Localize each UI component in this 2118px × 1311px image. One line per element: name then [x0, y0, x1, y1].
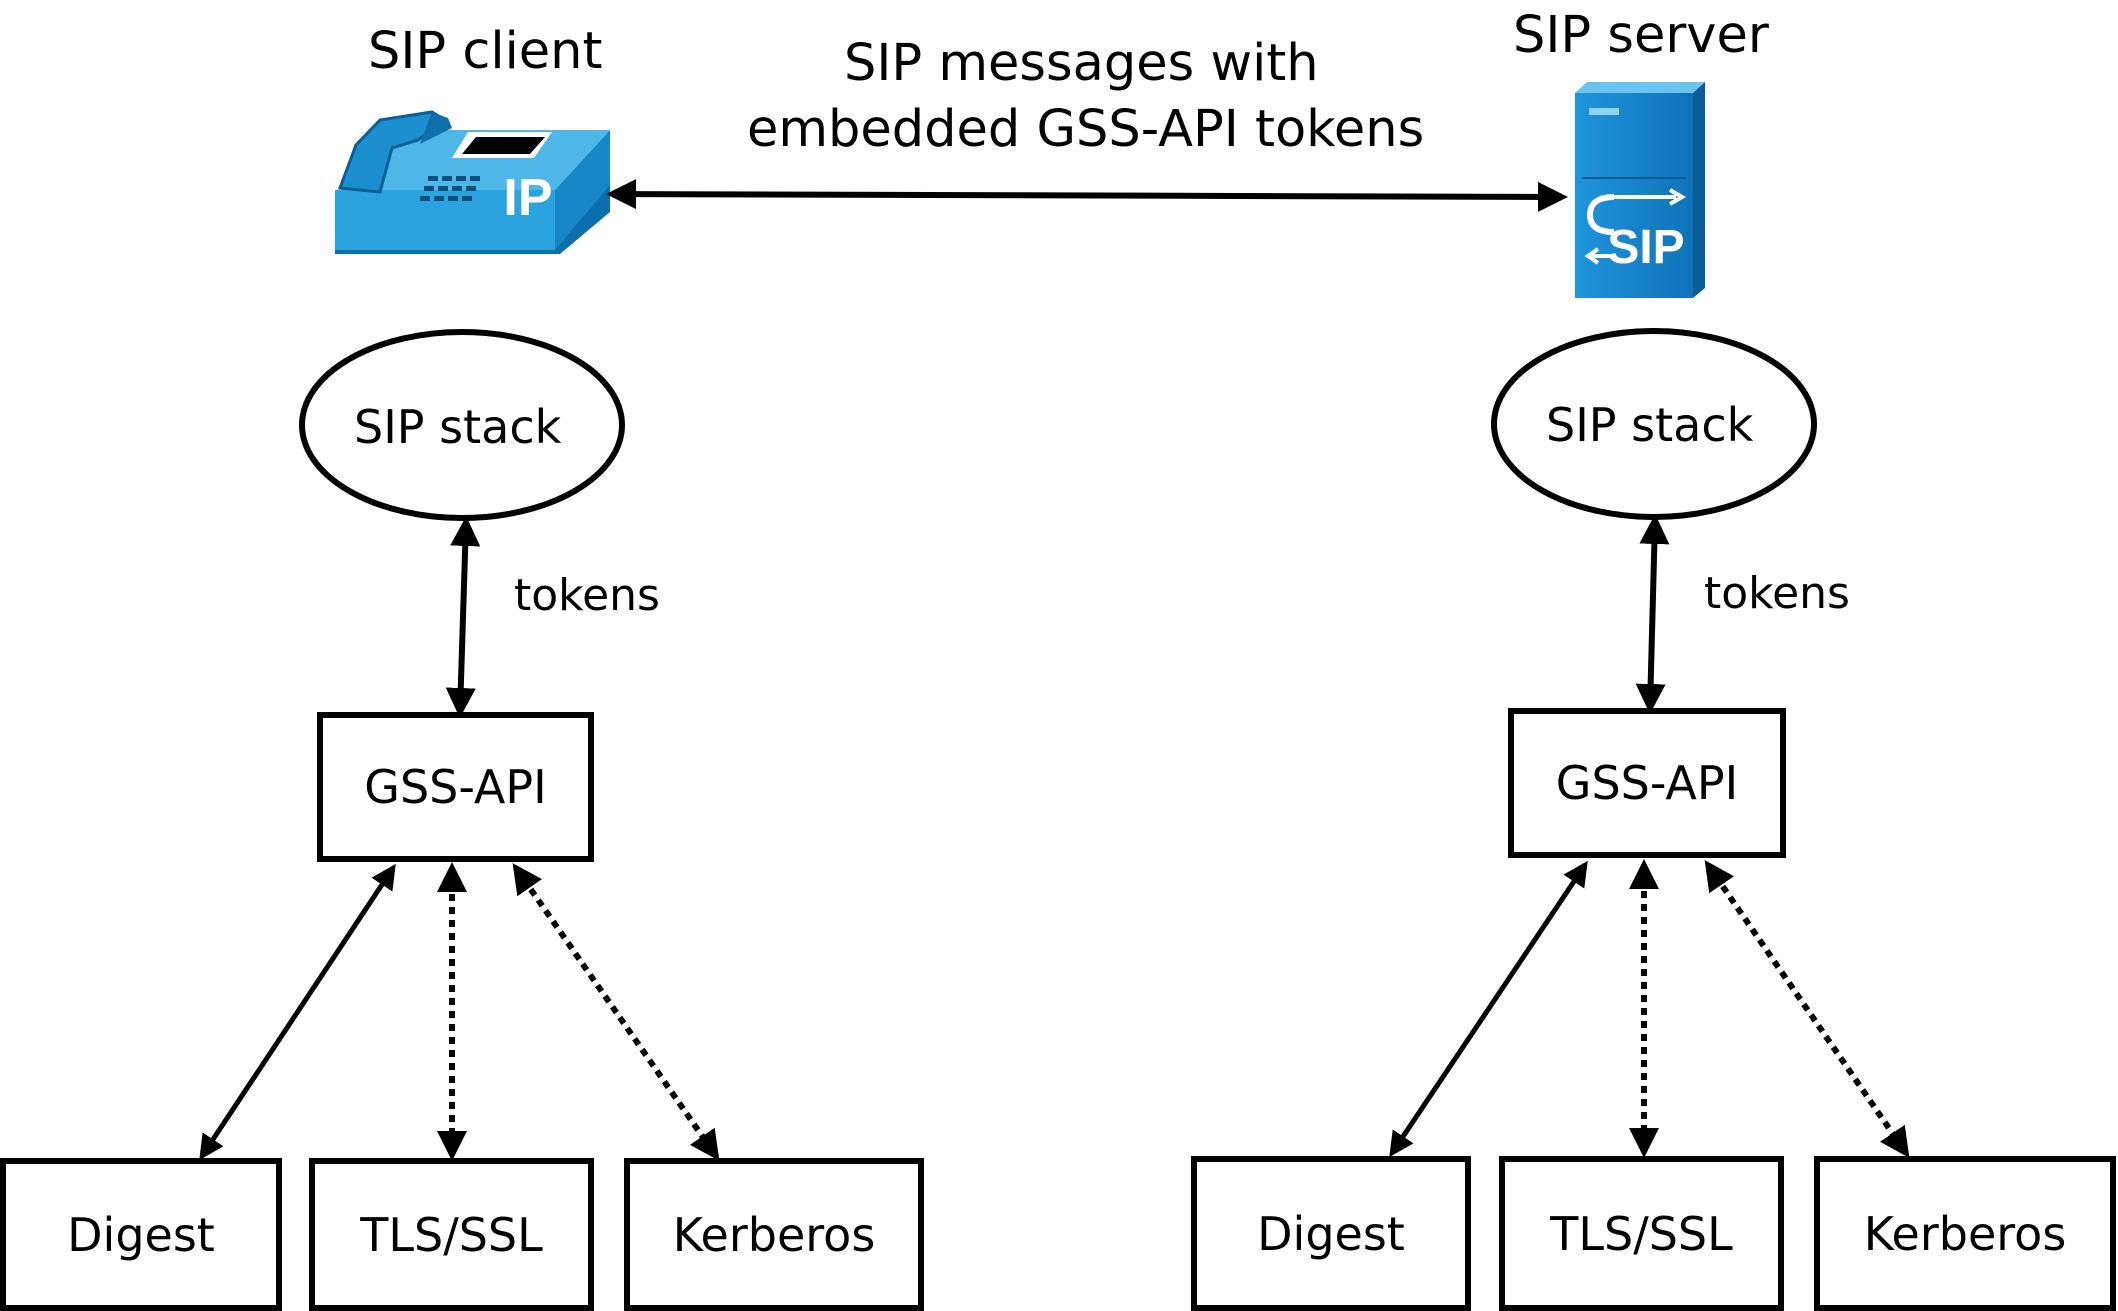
client-digest-arrow [199, 863, 396, 1161]
client-gss-api-box: GSS-API [317, 712, 594, 862]
client-tokens-label: tokens [514, 570, 660, 621]
sip-messages-arrow [606, 179, 1568, 212]
server-digest-arrow [1389, 860, 1588, 1158]
client-kerberos-arrow [512, 863, 720, 1161]
client-title: SIP client [368, 22, 603, 81]
server-tls-label: TLS/SSL [1550, 1206, 1733, 1261]
server-sip-stack-label: SIP stack [1546, 398, 1754, 452]
client-sip-stack-label: SIP stack [354, 400, 562, 454]
client-digest-label: Digest [67, 1207, 215, 1262]
client-gss-api-label: GSS-API [364, 760, 547, 814]
server-tls-box: TLS/SSL [1499, 1156, 1784, 1311]
server-kerberos-box: Kerberos [1814, 1156, 2116, 1311]
client-tls-box: TLS/SSL [309, 1158, 594, 1311]
phone-badge-text: IP [503, 169, 552, 227]
server-kerberos-arrow [1704, 860, 1910, 1158]
client-tls-label: TLS/SSL [360, 1207, 543, 1262]
server-title: SIP server [1513, 6, 1769, 65]
client-tokens-arrow [445, 516, 481, 718]
link-label-line2: embedded GSS-API tokens [747, 100, 1425, 159]
server-tokens-label: tokens [1704, 568, 1850, 619]
link-label-line1: SIP messages with [844, 34, 1319, 93]
client-kerberos-label: Kerberos [672, 1207, 876, 1262]
server-digest-label: Digest [1257, 1206, 1405, 1261]
server-tokens-arrow [1635, 514, 1670, 714]
ip-phone-icon: IP [335, 110, 610, 254]
client-digest-box: Digest [0, 1158, 282, 1311]
server-gss-api-box: GSS-API [1508, 708, 1786, 858]
sip-server-icon: SIP [1575, 82, 1705, 298]
server-kerberos-label: Kerberos [1863, 1206, 2067, 1261]
server-digest-box: Digest [1191, 1156, 1471, 1311]
client-kerberos-box: Kerberos [624, 1158, 924, 1311]
server-gss-api-label: GSS-API [1555, 756, 1739, 810]
server-badge-text: SIP [1607, 221, 1684, 274]
